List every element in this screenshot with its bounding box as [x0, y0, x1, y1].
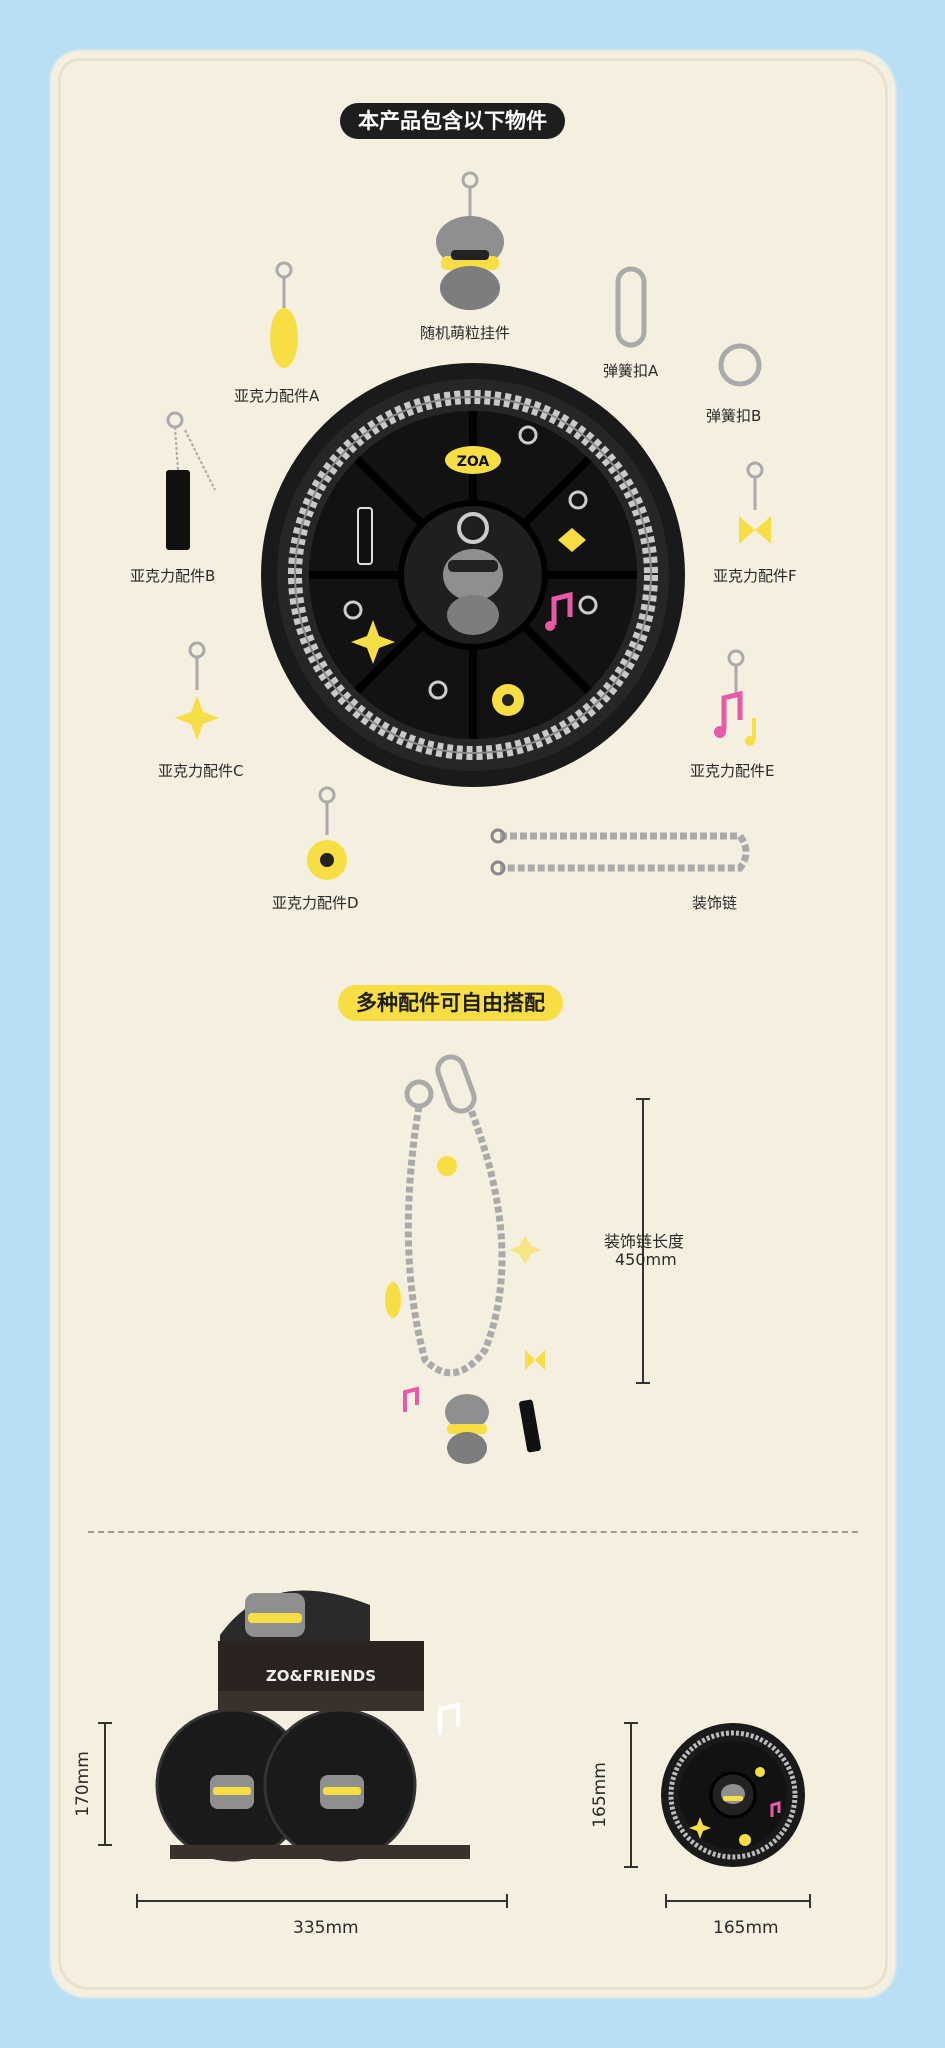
acrylic-b-tag [166, 411, 216, 550]
clip-b-ring [718, 343, 762, 387]
chain-length-value: 450mm [615, 1250, 677, 1269]
small-case-illustration [661, 1723, 805, 1867]
acrylic-a-zoa [270, 261, 298, 368]
label-acrylic-d: 亚克力配件D [272, 894, 359, 912]
section-title-mix-match: 多种配件可自由搭配 [338, 985, 563, 1021]
chain-length-label: 装饰链长度 [604, 1232, 685, 1251]
section-divider [88, 1531, 858, 1533]
case-width-bracket [665, 1894, 811, 1908]
box-height-label: 170mm [73, 1751, 93, 1817]
label-clip-a: 弹簧扣A [603, 362, 659, 380]
label-blind-charm: 随机萌粒挂件 [420, 324, 511, 342]
label-acrylic-f: 亚克力配件F [713, 567, 797, 585]
box-brand-text: ZO&FRIENDS [266, 1667, 376, 1685]
clip-a-carabiner [615, 266, 647, 348]
chain-length-bracket [636, 1098, 650, 1384]
label-deco-chain: 装饰链 [692, 894, 738, 912]
acrylic-e-note [714, 649, 756, 746]
label-acrylic-e: 亚克力配件E [690, 762, 775, 780]
box-height-bracket [98, 1722, 112, 1846]
case-width-label: 165mm [713, 1918, 779, 1938]
label-clip-b: 弹簧扣B [706, 407, 762, 425]
label-acrylic-b: 亚克力配件B [130, 567, 216, 585]
box-width-bracket [136, 1894, 508, 1908]
case-height-bracket [624, 1722, 638, 1868]
section-title-contents: 本产品包含以下物件 [340, 103, 565, 139]
deco-chain-image [490, 828, 750, 876]
svg-text:ZOA: ZOA [457, 454, 490, 470]
acrylic-c-star [175, 641, 219, 740]
display-box-illustration: ZO&FRIENDS [155, 1590, 470, 1862]
case-height-label: 165mm [590, 1762, 610, 1828]
assembled-chain-illustration [385, 1054, 545, 1464]
label-acrylic-c: 亚克力配件C [158, 762, 244, 780]
label-acrylic-a: 亚克力配件A [234, 387, 320, 405]
acrylic-f-bow [739, 461, 771, 544]
acrylic-d-flower [307, 786, 347, 880]
blind-charm-figure [436, 171, 504, 310]
round-case-illustration: ZOA [261, 363, 685, 787]
box-width-label: 335mm [293, 1918, 359, 1938]
